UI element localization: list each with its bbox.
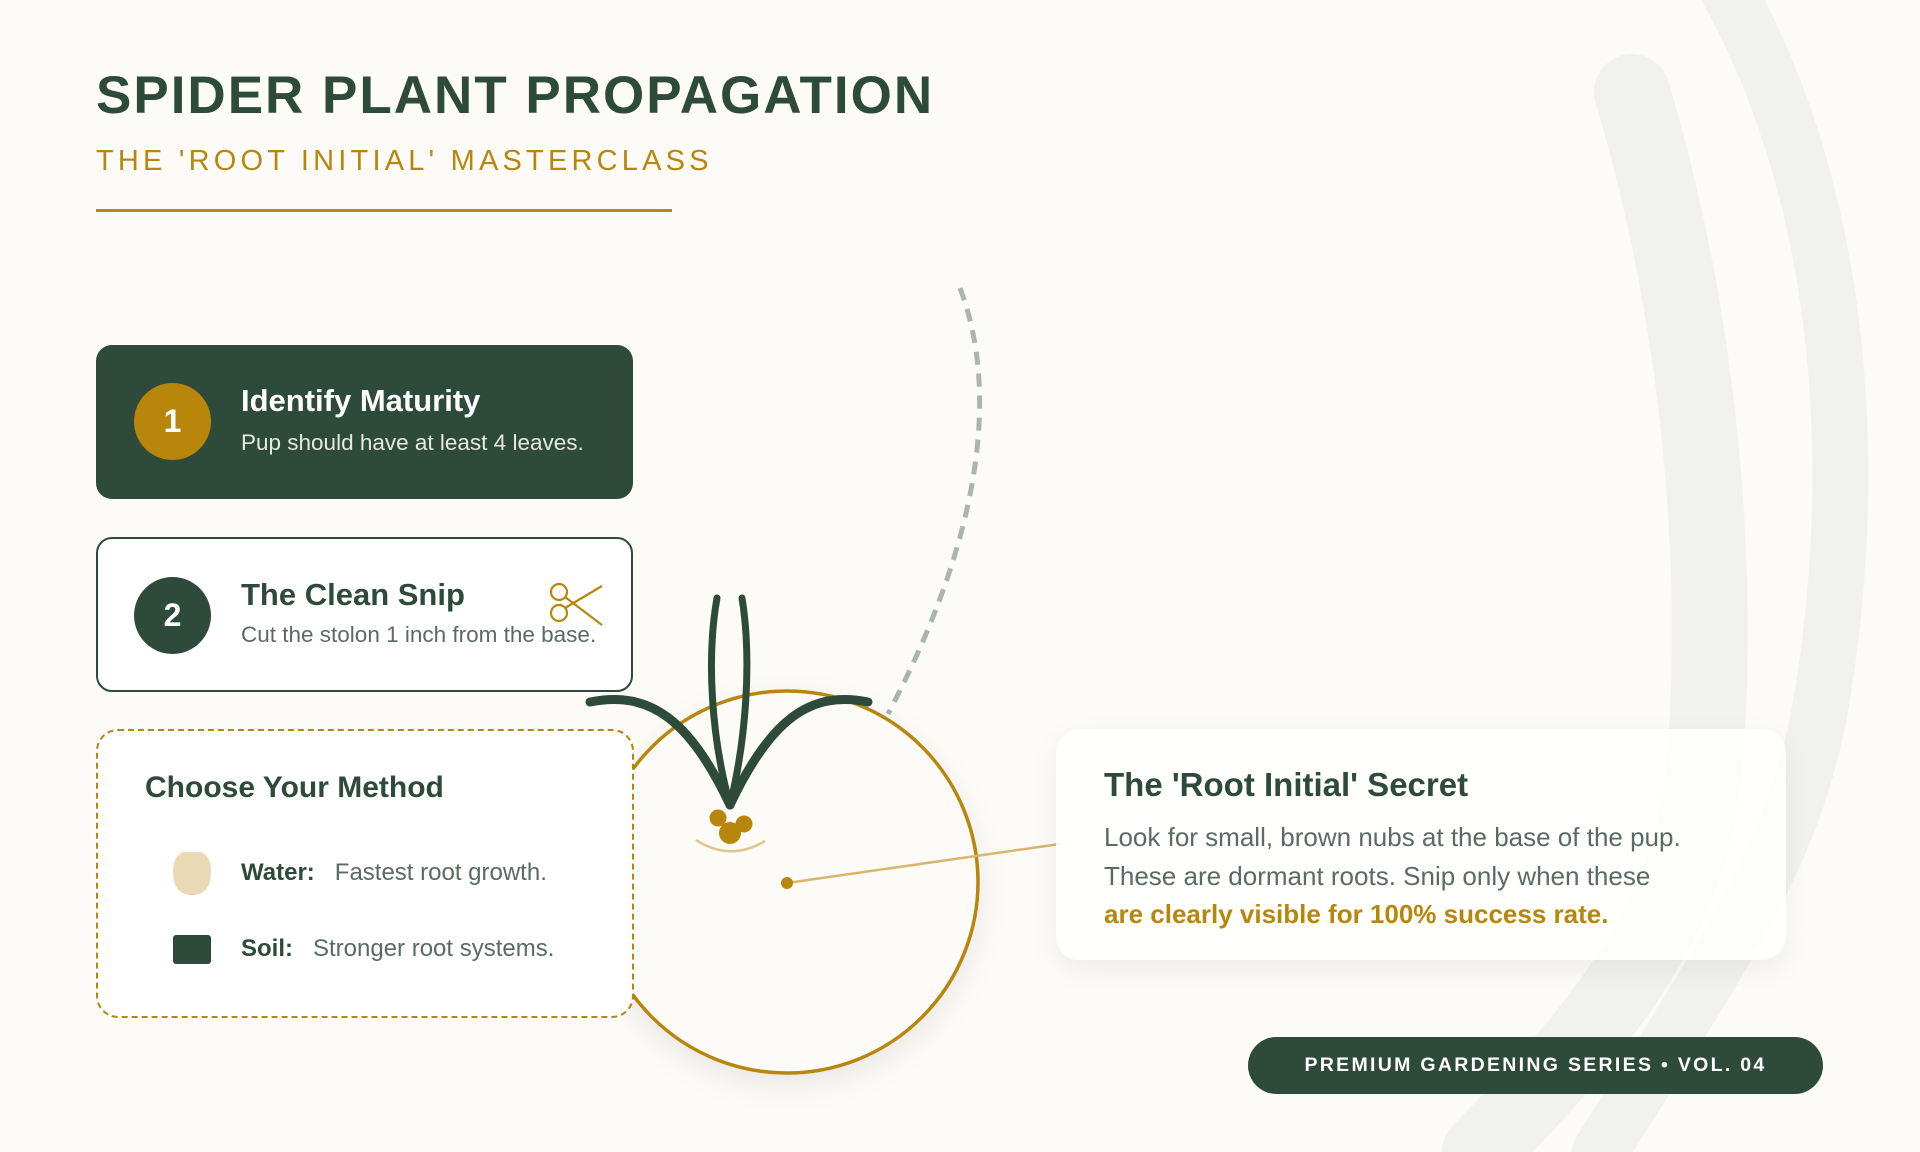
water-drop-icon (173, 852, 211, 895)
header-divider (96, 209, 672, 212)
method-label: Soil: (241, 935, 293, 962)
secret-highlight: are clearly visible for 100% success rat… (1104, 899, 1609, 929)
decor-arc-outer (1572, 0, 1869, 1152)
scissors-icon (549, 583, 603, 626)
step-number-badge: 2 (134, 577, 211, 654)
step-title: Identify Maturity (241, 383, 481, 418)
step-card-identify-maturity: 1 Identify Maturity Pup should have at l… (96, 345, 633, 499)
root-initial-secret-card: The 'Root Initial' Secret Look for small… (1056, 729, 1786, 960)
soil-block-icon (173, 934, 211, 964)
method-title: Choose Your Method (145, 771, 444, 804)
page-title: SPIDER PLANT PROPAGATION (96, 66, 935, 125)
secret-body: Look for small, brown nubs at the base o… (1104, 818, 1754, 934)
step-card-clean-snip: 2 The Clean Snip Cut the stolon 1 inch f… (96, 537, 633, 692)
secret-title: The 'Root Initial' Secret (1104, 766, 1469, 803)
dashed-growth-arc (885, 287, 983, 716)
step-title: The Clean Snip (241, 577, 465, 612)
method-label: Water: (241, 859, 315, 886)
decor-arc-inner (1442, 54, 1748, 1152)
method-value: Stronger root systems. (313, 935, 555, 962)
method-value: Fastest root growth. (334, 859, 547, 886)
series-footer-badge: PREMIUM GARDENING SERIES • VOL. 04 (1248, 1037, 1823, 1094)
secret-line: These are dormant roots. Snip only when … (1104, 860, 1651, 891)
method-option-water: Water: Fastest root growth. (173, 851, 547, 895)
page-subtitle: THE 'ROOT INITIAL' MASTERCLASS (96, 145, 713, 177)
step-description: Cut the stolon 1 inch from the base. (241, 622, 597, 647)
step-description: Pup should have at least 4 leaves. (241, 430, 584, 455)
method-option-soil: Soil: Stronger root systems. (173, 927, 554, 971)
step-number-badge: 1 (134, 383, 211, 460)
method-choice-card: Choose Your Method Water: Fastest root g… (96, 729, 634, 1018)
secret-line: Look for small, brown nubs at the base o… (1104, 822, 1681, 852)
